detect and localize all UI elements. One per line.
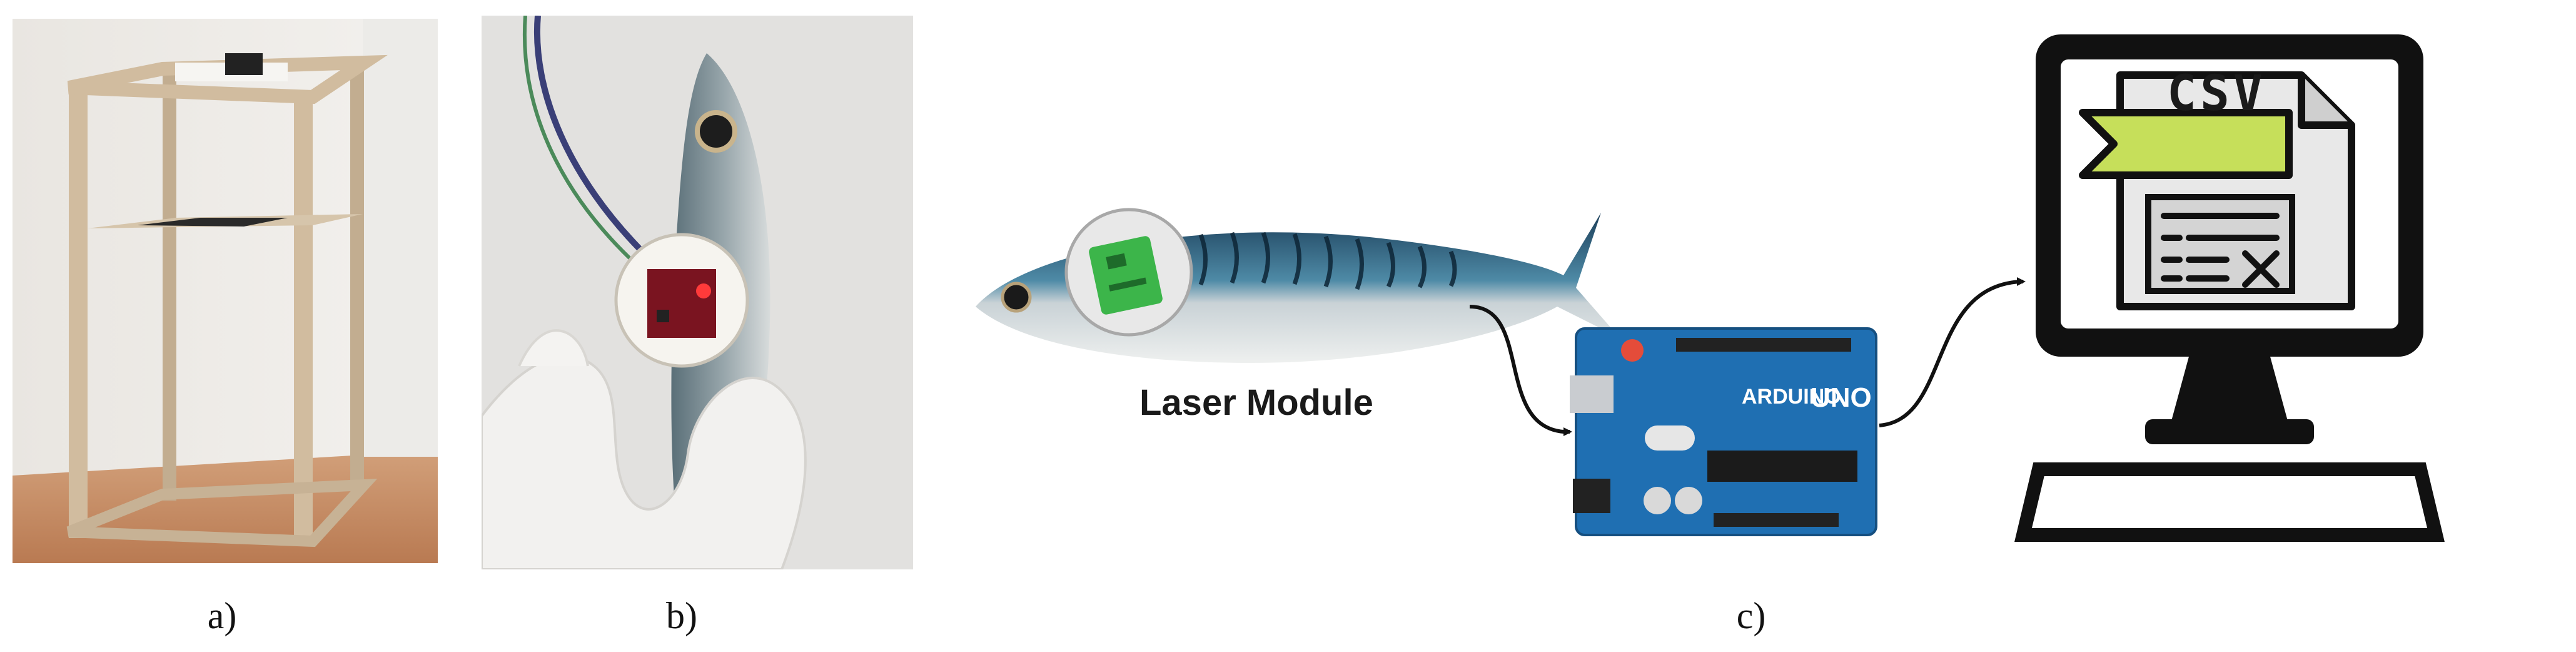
panel-a-frame-photo	[13, 19, 438, 563]
csv-tag-label: CSV	[2167, 66, 2266, 122]
panel-b-fish-sensor-photo	[482, 16, 913, 569]
caption-a: a)	[207, 595, 237, 636]
wooden-frame-illustration	[13, 19, 438, 563]
board-logo-text: ARDUINO	[1742, 385, 1841, 409]
caption-b: b)	[666, 595, 697, 636]
panel-c-pipeline-diagram: ARDUINO UNO	[938, 13, 2564, 576]
arrow-to-arduino	[1469, 305, 1572, 436]
pipeline-svg: ARDUINO UNO	[976, 34, 2445, 542]
arduino-uno-board-icon: ARDUINO UNO	[1570, 327, 1877, 536]
laser-module-label: Laser Module	[1139, 382, 1373, 423]
laser-module-icon	[1064, 208, 1193, 337]
fish-with-sensor-illustration	[482, 16, 913, 569]
caption-c: c)	[1736, 595, 1766, 636]
arrow-to-computer	[1879, 277, 2026, 427]
csv-file-icon	[2079, 71, 2355, 310]
board-brand-text: UNO	[1811, 382, 1872, 413]
